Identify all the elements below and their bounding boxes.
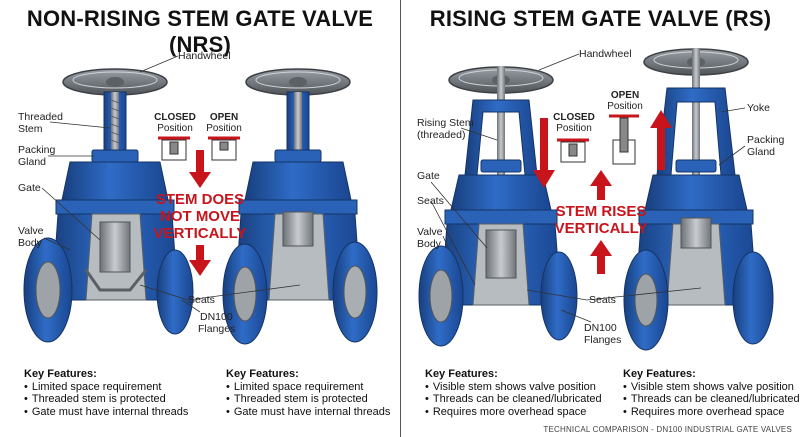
open-title: OPEN: [610, 90, 640, 101]
feature-item: Threaded stem is protected: [24, 393, 188, 406]
features-heading: Key Features:: [623, 368, 696, 380]
nrs-panel: NON-RISING STEM GATE VALVE (NRS): [0, 0, 400, 437]
gate-icon: [485, 229, 517, 279]
open-position-label: OPEN Position: [204, 112, 244, 134]
label-flanges-line2: Flanges: [198, 323, 236, 335]
label-gate: Gate: [417, 170, 440, 182]
closed-position-icon: [158, 136, 190, 161]
label-packing-gland-line1: Packing: [18, 144, 56, 156]
closed-position-label: CLOSED Position: [551, 112, 597, 134]
rs-title: RISING STEM GATE VALVE (RS): [429, 6, 772, 31]
label-valve-body-line1: Valve: [18, 225, 44, 237]
label-threaded-stem-line1: Threaded: [18, 111, 63, 123]
feature-item: Threaded stem is protected: [226, 393, 390, 406]
nrs-key-features-b: Key Features: Limited space requirement …: [226, 368, 390, 418]
rs-callout: STEM RISES VERTICALLY: [549, 203, 653, 237]
down-arrow-icon: [189, 150, 211, 188]
feature-item: Limited space requirement: [226, 381, 390, 394]
feature-item: Threads can be cleaned/lubricated: [623, 393, 800, 406]
up-arrow-icon: [650, 110, 672, 170]
closed-position-label: CLOSED Position: [152, 112, 198, 134]
rs-callout-line1: STEM RISES: [555, 203, 647, 220]
feature-item: Limited space requirement: [24, 381, 188, 394]
label-packing-gland-line2: Gland: [18, 156, 47, 168]
nrs-callout-line2: NOT MOVE: [159, 208, 240, 225]
feature-item: Visible stem shows valve position: [425, 381, 602, 394]
gate-icon: [680, 217, 712, 249]
rs-valve-cutaway: [418, 66, 578, 347]
leader-lines: [430, 53, 746, 323]
nrs-valve-cutaway: [23, 68, 194, 343]
rs-callout-line2: VERTICALLY: [554, 220, 648, 237]
open-title: OPEN: [209, 112, 239, 123]
nrs-title: NON-RISING STEM GATE VALVE (NRS): [26, 6, 374, 57]
closed-position-icon: [557, 138, 589, 163]
label-gate: Gate: [18, 182, 41, 194]
down-arrow-icon: [189, 245, 211, 276]
closed-title: CLOSED: [553, 112, 595, 123]
label-packing-gland-line2: Gland: [747, 146, 776, 158]
label-handwheel: Handwheel: [579, 48, 632, 60]
label-yoke: Yoke: [747, 102, 770, 114]
label-rising-stem-line1: Rising Stem: [417, 117, 474, 129]
up-arrow-icon: [590, 170, 612, 200]
label-valve-body-line2: Body: [417, 238, 441, 250]
label-packing-gland-line1: Packing: [747, 134, 785, 146]
open-position-label: OPEN Position: [602, 90, 648, 112]
closed-sub: Position: [157, 123, 193, 134]
label-seats-left: Seats: [417, 195, 444, 207]
features-heading: Key Features:: [425, 368, 498, 380]
features-heading: Key Features:: [24, 368, 97, 380]
label-flanges-line1: DN100: [584, 322, 617, 334]
feature-item: Gate must have internal threads: [24, 406, 189, 419]
closed-sub: Position: [556, 123, 592, 134]
rs-illustration: [418, 48, 774, 351]
label-valve-body-line2: Body: [18, 237, 42, 249]
panel-divider: [400, 0, 401, 437]
open-position-icon: [609, 114, 639, 165]
label-seats: Seats: [589, 294, 616, 306]
nrs-key-features-a: Key Features: Limited space requirement …: [24, 368, 188, 418]
nrs-callout: STEM DOES NOT MOVE VERTICALLY: [150, 191, 250, 242]
nrs-valve-cutaway-open: [222, 68, 378, 345]
feature-item: Visible stem shows valve position: [623, 381, 800, 394]
label-rising-stem-line2: (threaded): [417, 129, 466, 141]
label-flanges-line2: Flanges: [584, 334, 622, 346]
label-seats: Seats: [188, 294, 215, 306]
feature-item: Requires more overhead space: [425, 406, 602, 419]
feature-item: Gate must have internal threads: [226, 406, 391, 419]
features-heading: Key Features:: [226, 368, 299, 380]
label-flanges-line1: DN100: [200, 311, 233, 323]
nrs-callout-line3: VERTICALLY: [153, 225, 247, 242]
gate-icon: [99, 221, 131, 273]
rs-valve-open: [623, 48, 774, 351]
open-sub: Position: [206, 123, 242, 134]
nrs-illustration: [23, 55, 378, 345]
down-arrow-icon: [533, 118, 555, 188]
label-handwheel: Handwheel: [178, 50, 231, 62]
gate-icon: [282, 211, 314, 247]
rising-stem-icon: [497, 66, 505, 236]
open-position-icon: [208, 136, 240, 161]
up-arrow-icon: [590, 240, 612, 274]
label-threaded-stem-line2: Stem: [18, 123, 43, 135]
footer-caption: TECHNICAL COMPARISON - DN100 INDUSTRIAL …: [543, 425, 792, 434]
rs-key-features-a: Key Features: Visible stem shows valve p…: [425, 368, 602, 418]
nrs-callout-line1: STEM DOES: [155, 191, 245, 208]
rs-panel: RISING STEM GATE VALVE (RS): [401, 0, 800, 437]
rs-key-features-b: Key Features: Visible stem shows valve p…: [623, 368, 800, 418]
open-sub: Position: [607, 101, 643, 112]
rising-stem-icon: [692, 48, 700, 208]
leader-lines: [41, 55, 301, 313]
label-valve-body-line1: Valve: [417, 226, 443, 238]
feature-item: Threads can be cleaned/lubricated: [425, 393, 602, 406]
feature-item: Requires more overhead space: [623, 406, 800, 419]
closed-title: CLOSED: [154, 112, 196, 123]
